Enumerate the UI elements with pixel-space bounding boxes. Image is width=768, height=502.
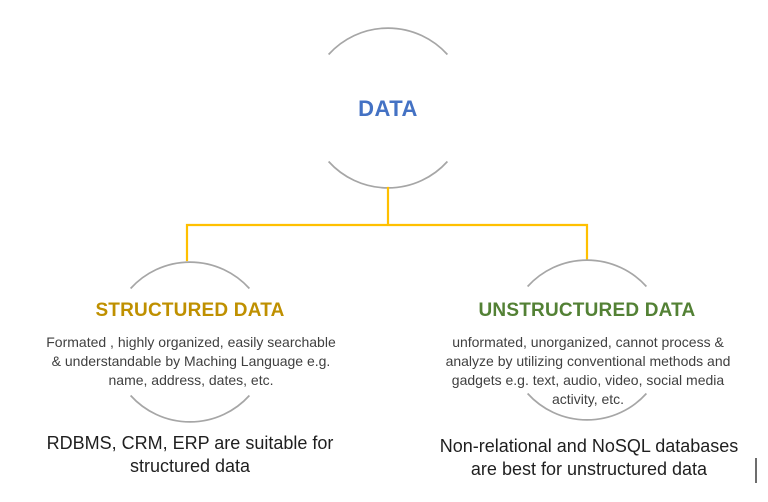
description-line: gadgets e.g. text, audio, video, social … (451, 372, 725, 388)
unstructured-data-note: Non-relational and NoSQL databases are b… (437, 435, 741, 481)
description-line: name, address, dates, etc. (108, 372, 274, 388)
note-line: Non-relational and NoSQL databases (439, 436, 739, 456)
description-line: & understandable by Maching Language e.g… (51, 353, 331, 369)
description-line: activity, etc. (551, 391, 625, 407)
structured-data-note: RDBMS, CRM, ERP are suitable for structu… (36, 432, 344, 478)
structured-data-title: STRUCTURED DATA (95, 300, 285, 321)
note-line: RDBMS, CRM, ERP are suitable for (46, 433, 334, 453)
connector-lines (185, 186, 589, 262)
description-line: analyze by utilizing conventional method… (445, 353, 731, 369)
description-line: Formated , highly organized, easily sear… (46, 334, 336, 350)
structured-data-description: Formated , highly organized, easily sear… (24, 333, 358, 390)
root-node-label: DATA (358, 96, 418, 121)
description-line: unformated, unorganized, cannot process … (452, 334, 724, 350)
unstructured-data-title: UNSTRUCTURED DATA (478, 300, 696, 321)
unstructured-data-description: unformated, unorganized, cannot process … (419, 333, 757, 409)
note-line: are best for unstructured data (470, 459, 708, 479)
note-line: structured data (129, 456, 251, 476)
